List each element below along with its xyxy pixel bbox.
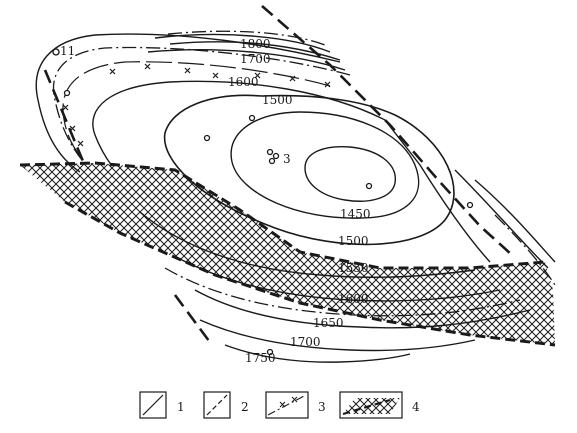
contour-1600-east xyxy=(384,119,491,263)
well-marker-11 xyxy=(52,48,60,56)
well-marker-center xyxy=(365,182,373,190)
legend-item-2: 2 xyxy=(203,391,249,419)
label-1800: 1800 xyxy=(240,37,271,51)
well-marker-3c xyxy=(268,157,276,165)
legend-item-4: 4 xyxy=(339,391,420,419)
contour-1600-bottom xyxy=(177,257,501,302)
label-1500-top: 1500 xyxy=(262,93,293,107)
legend-label-4: 4 xyxy=(412,400,420,414)
well-marker-east xyxy=(466,201,474,209)
cross-markers xyxy=(62,63,331,147)
label-1450: 1450 xyxy=(340,207,371,221)
well-label-11: 11 xyxy=(60,44,75,58)
label-1500-bottom: 1500 xyxy=(338,234,369,248)
contour-1600-top xyxy=(92,80,386,167)
legend: 1 2 3 4 xyxy=(139,391,420,419)
well-marker-west xyxy=(63,89,71,97)
label-1750: 1750 xyxy=(245,351,276,365)
well-marker-south xyxy=(266,348,274,356)
contour-1750 xyxy=(224,344,411,363)
dash-dot-cross-line-icon xyxy=(267,394,307,416)
contour-1550 xyxy=(139,211,476,278)
well-marker-center-left xyxy=(203,134,211,142)
legend-item-3: 3 xyxy=(265,391,326,419)
contour-outer xyxy=(35,33,341,173)
contour-1500 xyxy=(163,94,455,246)
contour-dashdot-bottom xyxy=(164,267,521,317)
fault-line-southwest xyxy=(173,294,214,346)
legend-label-3: 3 xyxy=(318,400,326,414)
dashed-fault-line-icon xyxy=(206,394,228,416)
fault-line-west xyxy=(43,69,87,167)
contour-1450-outer xyxy=(230,111,420,219)
contour-1800 xyxy=(169,41,341,61)
contour-east-1 xyxy=(454,169,549,269)
label-1600-top: 1600 xyxy=(228,75,259,89)
contour-1700-bottom xyxy=(199,319,476,352)
contour-east-2 xyxy=(474,179,556,263)
label-1700-bottom: 1700 xyxy=(290,335,321,349)
well-label-3: 3 xyxy=(283,152,291,166)
contour-1450 xyxy=(304,145,396,202)
legend-label-1: 1 xyxy=(177,400,185,414)
well-marker-north xyxy=(248,114,256,122)
label-1600-bottom: 1600 xyxy=(338,292,369,306)
legend-label-2: 2 xyxy=(241,400,249,414)
contour-upper-dashed xyxy=(167,30,326,46)
fault-line-northeast xyxy=(261,5,513,256)
contour-x-line xyxy=(62,61,331,161)
label-1650: 1650 xyxy=(313,316,344,330)
contour-1650 xyxy=(194,289,531,329)
hatched-zone-lower-edge xyxy=(64,200,556,347)
solid-contour-line-icon xyxy=(142,394,164,416)
well-marker-3b xyxy=(272,152,280,160)
label-1700-top: 1700 xyxy=(240,52,271,66)
label-1550: 1550 xyxy=(338,261,369,275)
well-marker-3a xyxy=(266,148,274,156)
contour-east-dashdot xyxy=(494,214,556,286)
contour-upper-3 xyxy=(147,49,346,71)
legend-item-1: 1 xyxy=(139,391,185,419)
